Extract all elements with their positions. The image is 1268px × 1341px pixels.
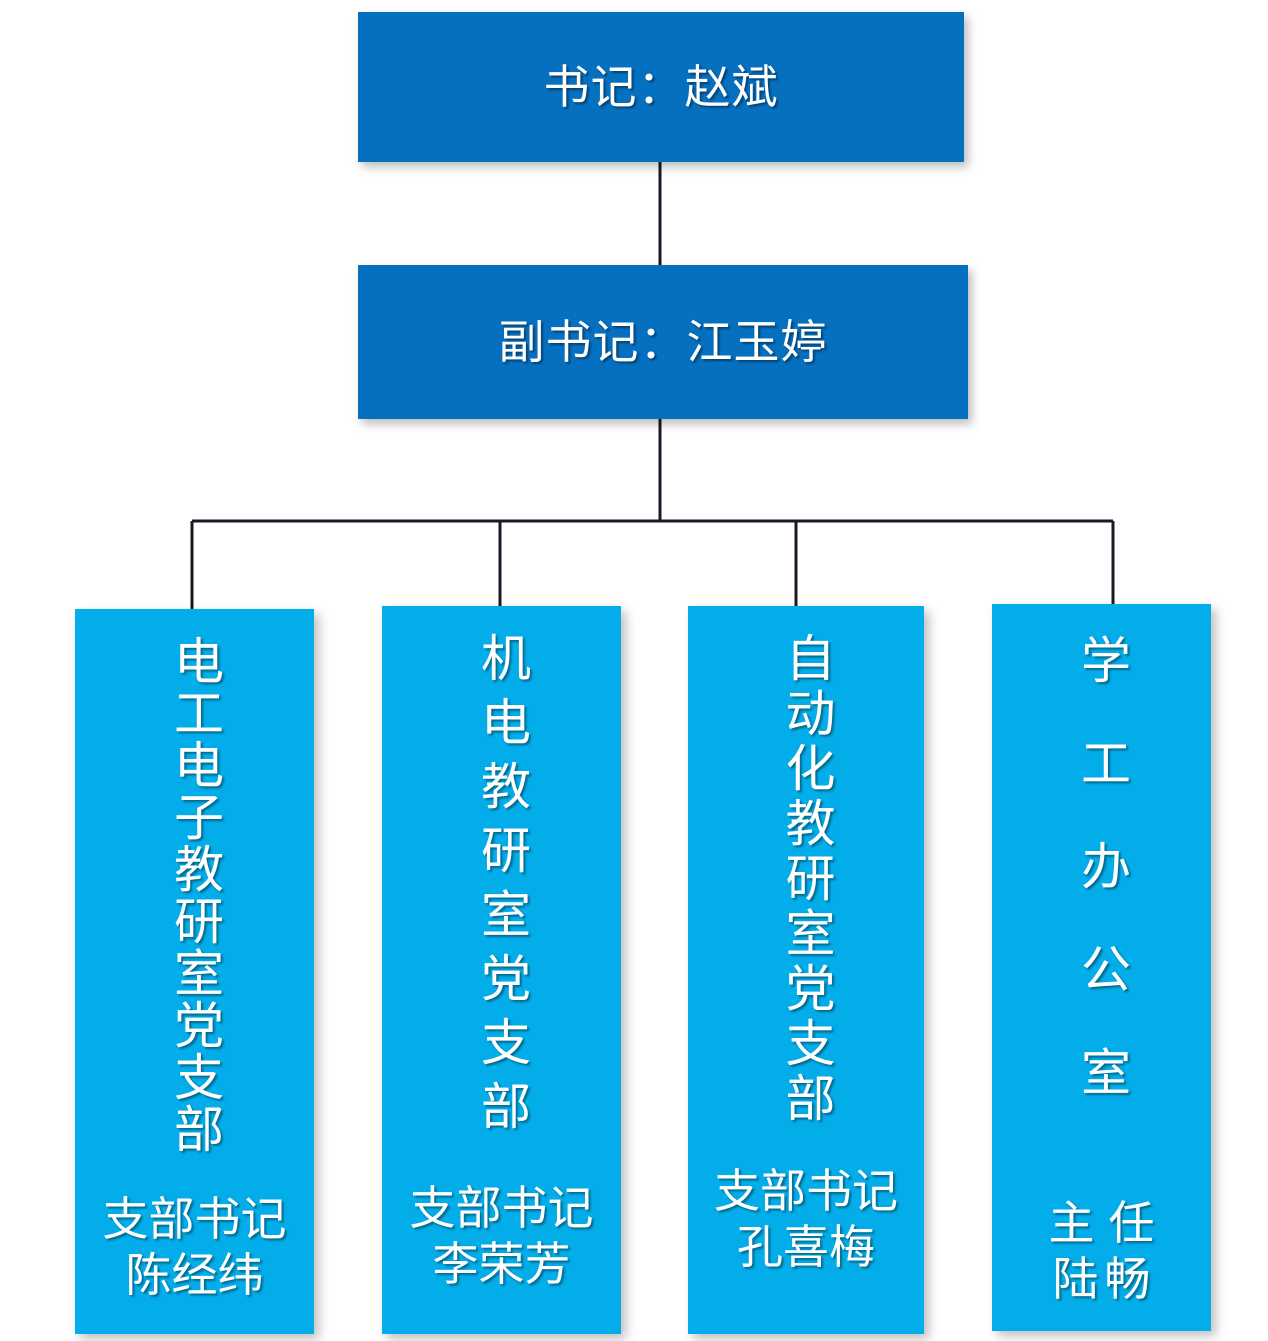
branch-foot-name: 李荣芳: [432, 1238, 571, 1291]
branch-footer: 主任 陆畅: [992, 1195, 1211, 1307]
branch-node-automation[interactable]: 自动化教研室党支部 支部书记 孔喜梅: [688, 606, 924, 1334]
branch-vertical-label: 电工电子教研室党支部: [167, 635, 223, 1155]
branch-footer: 支部书记 孔喜梅: [688, 1163, 924, 1275]
node-secretary[interactable]: 书记：赵斌: [358, 12, 964, 162]
node-deputy-secretary-label: 副书记：江玉婷: [498, 315, 828, 368]
branch-foot-title: 支部书记: [714, 1165, 898, 1217]
branch-vertical-label: 学工办公室: [1074, 634, 1130, 1149]
branch-vertical-label: 机电教研室党支部: [474, 632, 530, 1144]
branch-foot-name: 陆畅: [1052, 1253, 1157, 1306]
branch-footer: 支部书记 陈经纬: [75, 1191, 314, 1303]
branch-node-electrical-electronics[interactable]: 电工电子教研室党支部 支部书记 陈经纬: [75, 609, 314, 1334]
node-secretary-label: 书记：赵斌: [543, 60, 779, 113]
branch-footer: 支部书记 李荣芳: [382, 1180, 621, 1292]
branch-foot-title: 支部书记: [409, 1182, 594, 1234]
node-deputy-secretary[interactable]: 副书记：江玉婷: [358, 265, 968, 419]
branch-node-student-affairs-office[interactable]: 学工办公室 主任 陆畅: [992, 604, 1211, 1331]
branch-foot-name: 孔喜梅: [737, 1221, 875, 1274]
branch-foot-title: 支部书记: [102, 1193, 287, 1245]
branch-node-mechatronics[interactable]: 机电教研室党支部 支部书记 李荣芳: [382, 606, 621, 1334]
branch-foot-name: 陈经纬: [125, 1249, 264, 1302]
branch-vertical-label: 自动化教研室党支部: [778, 632, 835, 1127]
branch-foot-title: 主任: [1048, 1197, 1169, 1249]
